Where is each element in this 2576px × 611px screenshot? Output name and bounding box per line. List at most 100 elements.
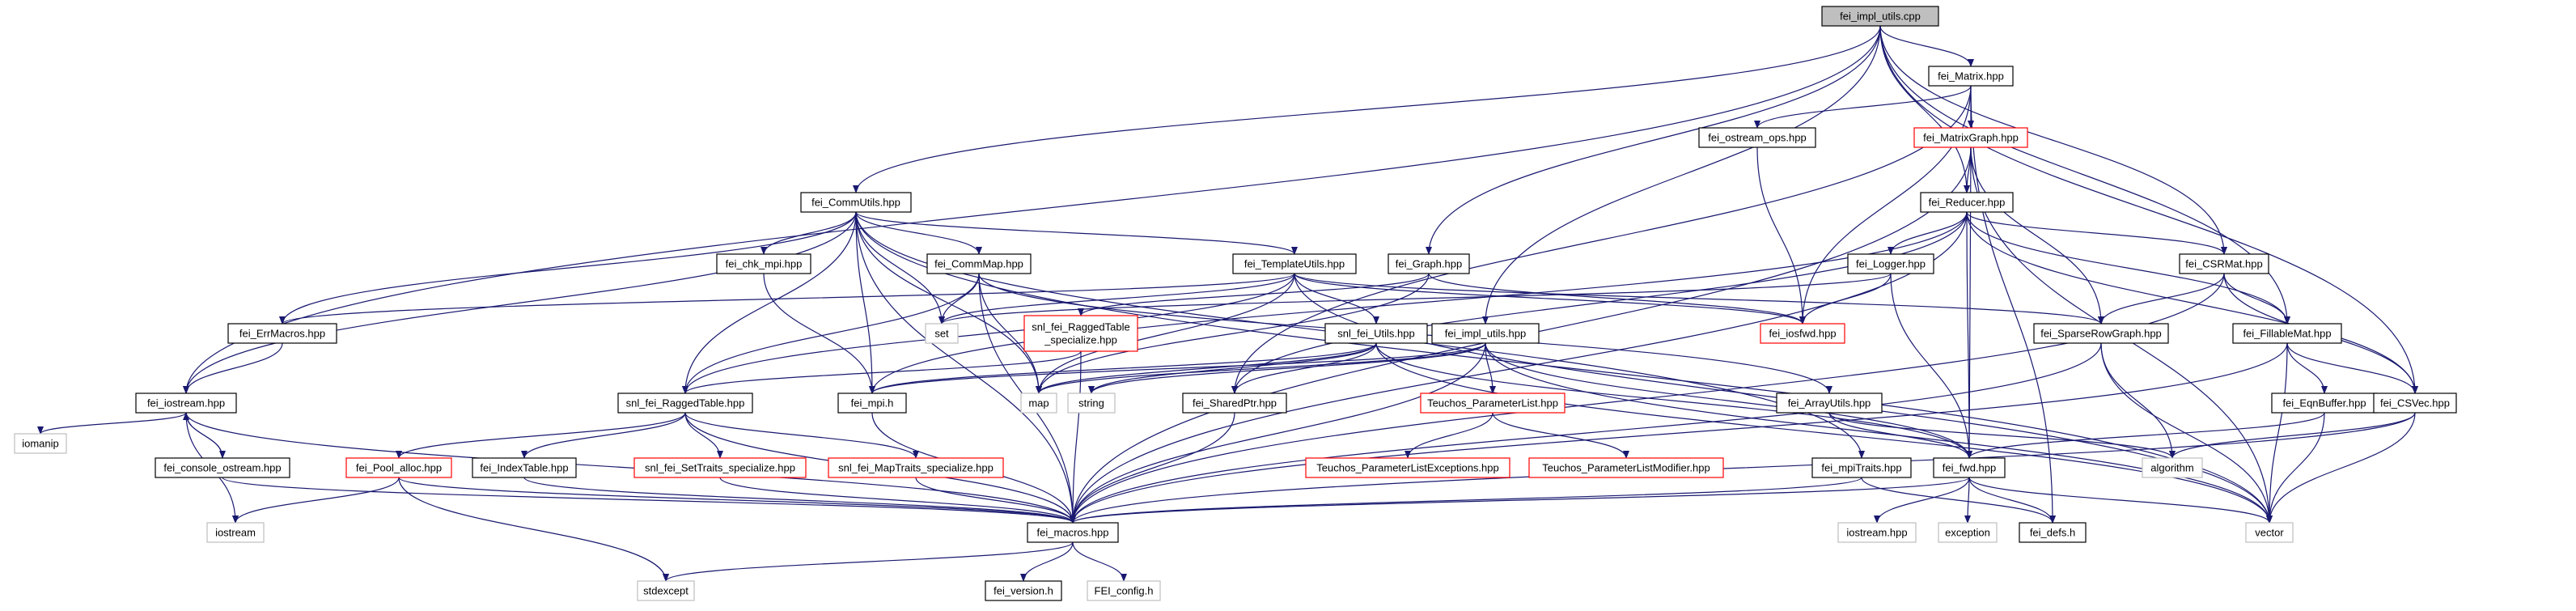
node-label-fei_FillableMat_hpp: fei_FillableMat.hpp <box>2243 328 2331 340</box>
node-label-fei_impl_utils_hpp: fei_impl_utils.hpp <box>1445 328 1526 340</box>
edge-fei_fwd_hpp-to-vector <box>1968 477 2273 524</box>
edge-fei_impl_utils_hpp-to-vector <box>1485 342 2273 524</box>
node-fei_FillableMat_hpp[interactable]: fei_FillableMat.hpp <box>2232 323 2342 344</box>
edge-fei_fwd_hpp-to-iostream_hpp <box>1874 477 1970 524</box>
edge-fei_fwd_hpp-to-fei_defs_h <box>1968 477 2056 524</box>
edge-fei_impl_utils_cpp-to-fei_Matrix_hpp <box>1879 25 1974 67</box>
node-fei_mpi_h[interactable]: fei_mpi.h <box>837 392 907 414</box>
node-label-fei_macros_hpp: fei_macros.hpp <box>1037 527 1109 539</box>
edge-snl_fei_MapTraits_specialize_hpp-to-fei_macros_hpp <box>915 477 1076 524</box>
node-fei_impl_utils_hpp[interactable]: fei_impl_utils.hpp <box>1431 323 1540 344</box>
node-snl_fei_RaggedTable_specialize_hpp[interactable]: snl_fei_RaggedTable_specialize.hpp <box>1023 315 1138 352</box>
node-fei_Logger_hpp[interactable]: fei_Logger.hpp <box>1847 253 1934 274</box>
edge-snl_fei_Utils_hpp-to-fei_mpi_h <box>869 342 1377 394</box>
node-fei_CommMap_hpp[interactable]: fei_CommMap.hpp <box>926 253 1032 274</box>
edge-fei_Pool_alloc_hpp-to-fei_macros_hpp <box>398 477 1076 524</box>
node-fei_CommUtils_hpp[interactable]: fei_CommUtils.hpp <box>800 192 912 213</box>
edge-fei_SparseRowGraph_hpp-to-fei_macros_hpp <box>1070 342 2102 524</box>
node-fei_CSRMat_hpp[interactable]: fei_CSRMat.hpp <box>2179 253 2269 274</box>
node-snl_fei_SetTraits_specialize_hpp[interactable]: snl_fei_SetTraits_specialize.hpp <box>633 457 807 478</box>
node-label-fei_ArrayUtils_hpp: fei_ArrayUtils.hpp <box>1788 397 1871 409</box>
edge-fei_CommUtils_hpp-to-set <box>855 211 945 325</box>
edge-fei_Matrix_hpp-to-fei_ostream_ops_hpp <box>1754 85 1972 129</box>
dependency-edges <box>37 25 2418 582</box>
edge-fei_Reducer_hpp-to-fei_CSVec_hpp <box>1966 211 2418 394</box>
edge-fei_CommUtils_hpp-to-snl_fei_RaggedTable_hpp <box>682 211 857 394</box>
edge-snl_fei_RaggedTable_hpp-to-snl_fei_MapTraits_specialize_hpp <box>684 412 919 459</box>
node-label-snl_fei_MapTraits_specialize_hpp: snl_fei_MapTraits_specialize.hpp <box>838 462 994 474</box>
node-fei_CSVec_hpp[interactable]: fei_CSVec.hpp <box>2373 392 2457 414</box>
node-fei_iosfwd_hpp[interactable]: fei_iosfwd.hpp <box>1760 323 1845 344</box>
node-fei_fwd_hpp[interactable]: fei_fwd.hpp <box>1933 457 2006 478</box>
node-label-fei_Graph_hpp: fei_Graph.hpp <box>1396 258 1462 270</box>
node-fei_impl_utils_cpp[interactable]: fei_impl_utils.cpp <box>1821 6 1939 27</box>
node-Teuchos_ParameterListExceptions_hpp[interactable]: Teuchos_ParameterListExceptions.hpp <box>1305 457 1510 478</box>
edge-fei_Pool_alloc_hpp-to-iostream <box>232 477 400 524</box>
node-label-fei_SharedPtr_hpp: fei_SharedPtr.hpp <box>1193 397 1277 409</box>
node-label-FEI_config_h: FEI_config.h <box>1095 585 1154 597</box>
node-label-iomanip: iomanip <box>22 438 59 450</box>
node-label-fei_version_h: fei_version.h <box>994 585 1053 597</box>
node-fei_ArrayUtils_hpp[interactable]: fei_ArrayUtils.hpp <box>1776 392 1883 414</box>
node-label-fei_console_ostream_hpp: fei_console_ostream.hpp <box>163 462 281 474</box>
edge-fei_impl_utils_cpp-to-fei_iostream_hpp <box>183 25 1881 394</box>
edge-fei_Graph_hpp-to-fei_iosfwd_hpp <box>1428 273 1806 325</box>
node-fei_mpiTraits_hpp[interactable]: fei_mpiTraits.hpp <box>1811 457 1912 478</box>
node-snl_fei_RaggedTable_hpp[interactable]: snl_fei_RaggedTable.hpp <box>617 392 753 414</box>
edge-fei_CSVec_hpp-to-fei_macros_hpp <box>1070 412 2416 524</box>
node-Teuchos_ParameterList_hpp[interactable]: Teuchos_ParameterList.hpp <box>1420 392 1566 414</box>
node-fei_macros_hpp[interactable]: fei_macros.hpp <box>1027 522 1119 543</box>
edge-fei_ErrMacros_hpp-to-fei_iostream_hpp <box>183 342 283 394</box>
node-fei_TemplateUtils_hpp[interactable]: fei_TemplateUtils.hpp <box>1232 253 1357 274</box>
node-Teuchos_ParameterListModifier_hpp[interactable]: Teuchos_ParameterListModifier.hpp <box>1528 457 1724 478</box>
edge-snl_fei_Utils_hpp-to-map <box>1036 342 1377 394</box>
edge-fei_impl_utils_hpp-to-fei_fwd_hpp <box>1485 342 1972 459</box>
node-fei_MatrixGraph_hpp[interactable]: fei_MatrixGraph.hpp <box>1913 127 2028 148</box>
node-label-fei_chk_mpi_hpp: fei_chk_mpi.hpp <box>726 258 803 270</box>
edge-fei_impl_utils_cpp-to-fei_Graph_hpp <box>1426 25 1881 255</box>
node-fei_SharedPtr_hpp[interactable]: fei_SharedPtr.hpp <box>1182 392 1287 414</box>
node-fei_chk_mpi_hpp[interactable]: fei_chk_mpi.hpp <box>716 253 811 274</box>
edge-fei_iostream_hpp-to-iomanip <box>37 412 187 435</box>
edge-fei_EqnBuffer_hpp-to-vector <box>2266 412 2325 524</box>
node-label-fei_SparseRowGraph_hpp: fei_SparseRowGraph.hpp <box>2040 328 2162 340</box>
node-exception: exception <box>1938 522 1998 543</box>
edge-fei_Reducer_hpp-to-fei_CSRMat_hpp <box>1966 211 2227 255</box>
node-snl_fei_Utils_hpp[interactable]: snl_fei_Utils.hpp <box>1324 323 1428 344</box>
node-fei_Matrix_hpp[interactable]: fei_Matrix.hpp <box>1928 66 2014 87</box>
node-fei_Graph_hpp[interactable]: fei_Graph.hpp <box>1388 253 1470 274</box>
node-fei_Pool_alloc_hpp[interactable]: fei_Pool_alloc.hpp <box>345 457 452 478</box>
edge-fei_ArrayUtils_hpp-to-algorithm <box>1828 412 2176 459</box>
node-fei_version_h[interactable]: fei_version.h <box>985 580 1062 601</box>
edge-fei_IndexTable_hpp-to-fei_macros_hpp <box>523 477 1076 524</box>
edge-fei_impl_utils_cpp-to-fei_Reducer_hpp <box>1879 25 1970 193</box>
node-snl_fei_MapTraits_specialize_hpp[interactable]: snl_fei_MapTraits_specialize.hpp <box>828 457 1004 478</box>
edge-fei_console_ostream_hpp-to-fei_iostream_hpp <box>183 412 223 459</box>
node-fei_ostream_ops_hpp[interactable]: fei_ostream_ops.hpp <box>1698 127 1816 148</box>
node-fei_SparseRowGraph_hpp[interactable]: fei_SparseRowGraph.hpp <box>2033 323 2169 344</box>
edge-fei_CSVec_hpp-to-vector <box>2266 412 2416 524</box>
node-label-fei_impl_utils_cpp: fei_impl_utils.cpp <box>1840 11 1921 23</box>
edge-fei_TemplateUtils_hpp-to-fei_SparseRowGraph_hpp <box>1294 273 2104 325</box>
node-fei_EqnBuffer_hpp[interactable]: fei_EqnBuffer.hpp <box>2271 392 2378 414</box>
edge-fei_Matrix_hpp-to-fei_SharedPtr_hpp <box>1231 85 1972 394</box>
node-fei_ErrMacros_hpp[interactable]: fei_ErrMacros.hpp <box>227 323 337 344</box>
edge-fei_impl_utils_cpp-to-fei_impl_utils_hpp <box>1482 25 1881 325</box>
node-fei_iostream_hpp[interactable]: fei_iostream.hpp <box>135 392 237 414</box>
node-fei_IndexTable_hpp[interactable]: fei_IndexTable.hpp <box>472 457 577 478</box>
node-label-Teuchos_ParameterList_hpp: Teuchos_ParameterList.hpp <box>1427 397 1558 409</box>
node-fei_Reducer_hpp[interactable]: fei_Reducer.hpp <box>1920 192 2014 213</box>
node-label-fei_ostream_ops_hpp: fei_ostream_ops.hpp <box>1708 132 1806 144</box>
edge-snl_fei_Utils_hpp-to-string <box>1088 342 1377 394</box>
node-fei_console_ostream_hpp[interactable]: fei_console_ostream.hpp <box>155 457 290 478</box>
edge-snl_fei_Utils_hpp-to-vector <box>1375 342 2273 524</box>
node-fei_defs_h[interactable]: fei_defs.h <box>2019 522 2087 543</box>
edge-fei_chk_mpi_hpp-to-fei_mpi_h <box>763 273 875 394</box>
edge-fei_CommUtils_hpp-to-fei_mpi_h <box>855 211 875 394</box>
node-label-string: string <box>1078 397 1104 409</box>
node-label-fei_TemplateUtils_hpp: fei_TemplateUtils.hpp <box>1244 258 1345 270</box>
edge-fei_FillableMat_hpp-to-fei_macros_hpp <box>1070 342 2288 524</box>
edge-snl_fei_Utils_hpp-to-fei_fwd_hpp <box>1375 342 1972 459</box>
edge-fei_CommMap_hpp-to-snl_fei_RaggedTable_hpp <box>682 273 980 394</box>
node-label-Teuchos_ParameterListModifier_hpp: Teuchos_ParameterListModifier.hpp <box>1542 462 1710 474</box>
